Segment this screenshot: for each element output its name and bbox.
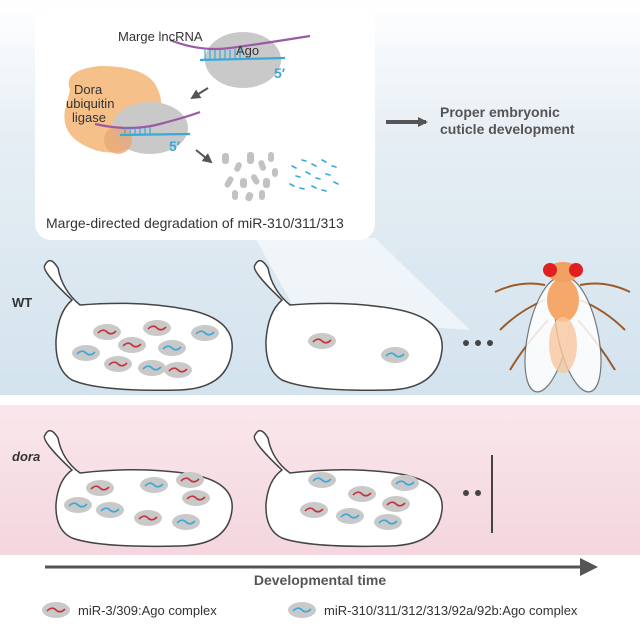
mir3-complex bbox=[92, 323, 122, 341]
time-axis-arrowhead bbox=[580, 558, 598, 576]
mir3-complex bbox=[103, 355, 133, 373]
lncrna-label: Marge lncRNA bbox=[118, 29, 203, 44]
mir310-complex bbox=[139, 476, 169, 494]
mir310-complex bbox=[71, 344, 101, 362]
mir3-complex bbox=[381, 495, 411, 513]
wt-embryo-early bbox=[43, 259, 233, 392]
five-prime-label-bottom: 5′ bbox=[169, 138, 181, 154]
outcome-text-line2: cuticle development bbox=[440, 121, 575, 137]
arrow-to-degradation bbox=[195, 149, 213, 164]
legend-swatch-mir3 bbox=[41, 601, 71, 619]
inset-panel: 5′ Ago Marge lncRNA 5′ Dora ubiquitin li… bbox=[35, 10, 375, 240]
mir3-complex bbox=[307, 332, 337, 350]
five-prime-label-top: 5′ bbox=[274, 65, 286, 81]
mir3-complex bbox=[347, 485, 377, 503]
ligase-label-line2: ubiquitin bbox=[66, 96, 114, 111]
mir310-complex bbox=[95, 501, 125, 519]
wt-embryo-late bbox=[253, 259, 443, 392]
ligase-label-line3: ligase bbox=[72, 110, 106, 125]
mir3-complex bbox=[163, 361, 193, 379]
mirna-strand bbox=[199, 56, 286, 62]
mir310-complex bbox=[390, 474, 420, 492]
arrow-to-ligase bbox=[190, 87, 209, 100]
mir3-complex bbox=[181, 489, 211, 507]
mir310-complex bbox=[190, 324, 220, 342]
mir310-complex bbox=[380, 346, 410, 364]
lncrna-strand-bound bbox=[94, 110, 201, 130]
mir310-complex bbox=[373, 513, 403, 531]
time-axis-label: Developmental time bbox=[254, 572, 386, 588]
fly-left-eye bbox=[543, 263, 557, 277]
fly-abdomen bbox=[549, 317, 577, 373]
mir3-complex bbox=[142, 319, 172, 337]
degraded-mirna-fragments bbox=[289, 159, 339, 192]
dora-row-label: dora bbox=[12, 449, 40, 464]
mir310-complex bbox=[137, 359, 167, 377]
mir310-complex bbox=[307, 471, 337, 489]
lncrna-strand bbox=[169, 34, 311, 51]
inset-caption: Marge-directed degradation of miR-310/31… bbox=[46, 215, 344, 231]
ago-complex-top: 5′ Ago bbox=[169, 32, 311, 88]
degraded-ago-fragments bbox=[222, 152, 278, 202]
dora-ligase-complex: 5′ Dora ubiquitin ligase bbox=[64, 66, 201, 154]
fly-right-eye bbox=[569, 263, 583, 277]
ago-label: Ago bbox=[236, 43, 259, 58]
ligase-label-line1: Dora bbox=[74, 82, 103, 97]
outcome-text-line1: Proper embryonic bbox=[440, 104, 560, 120]
mir310-complex bbox=[335, 507, 365, 525]
mir3-complex bbox=[85, 479, 115, 497]
mir3-complex bbox=[117, 336, 147, 354]
adult-fly-illustration bbox=[494, 262, 631, 393]
legend-item-mir310: miR-310/311/312/313/92a/92b:Ago complex bbox=[324, 603, 578, 618]
dora-continuation-dots bbox=[463, 490, 481, 496]
legend-swatch-mir310 bbox=[287, 601, 317, 619]
legend: miR-3/309:Ago complex miR-310/311/312/31… bbox=[41, 601, 578, 619]
mir3-complex bbox=[299, 501, 329, 519]
dora-embryo-early bbox=[43, 429, 233, 548]
mir3-complex bbox=[175, 471, 205, 489]
dora-embryo-late bbox=[253, 429, 443, 548]
fly-thorax bbox=[547, 278, 579, 322]
mir3-complex bbox=[133, 509, 163, 527]
mirna-strand-bound bbox=[119, 132, 191, 137]
wt-row-label: WT bbox=[12, 295, 32, 310]
mir310-complex bbox=[171, 513, 201, 531]
wt-continuation-dots bbox=[463, 340, 493, 346]
legend-item-mir3: miR-3/309:Ago complex bbox=[78, 603, 217, 618]
mir310-complex bbox=[63, 496, 93, 514]
mir310-complex bbox=[157, 339, 187, 357]
